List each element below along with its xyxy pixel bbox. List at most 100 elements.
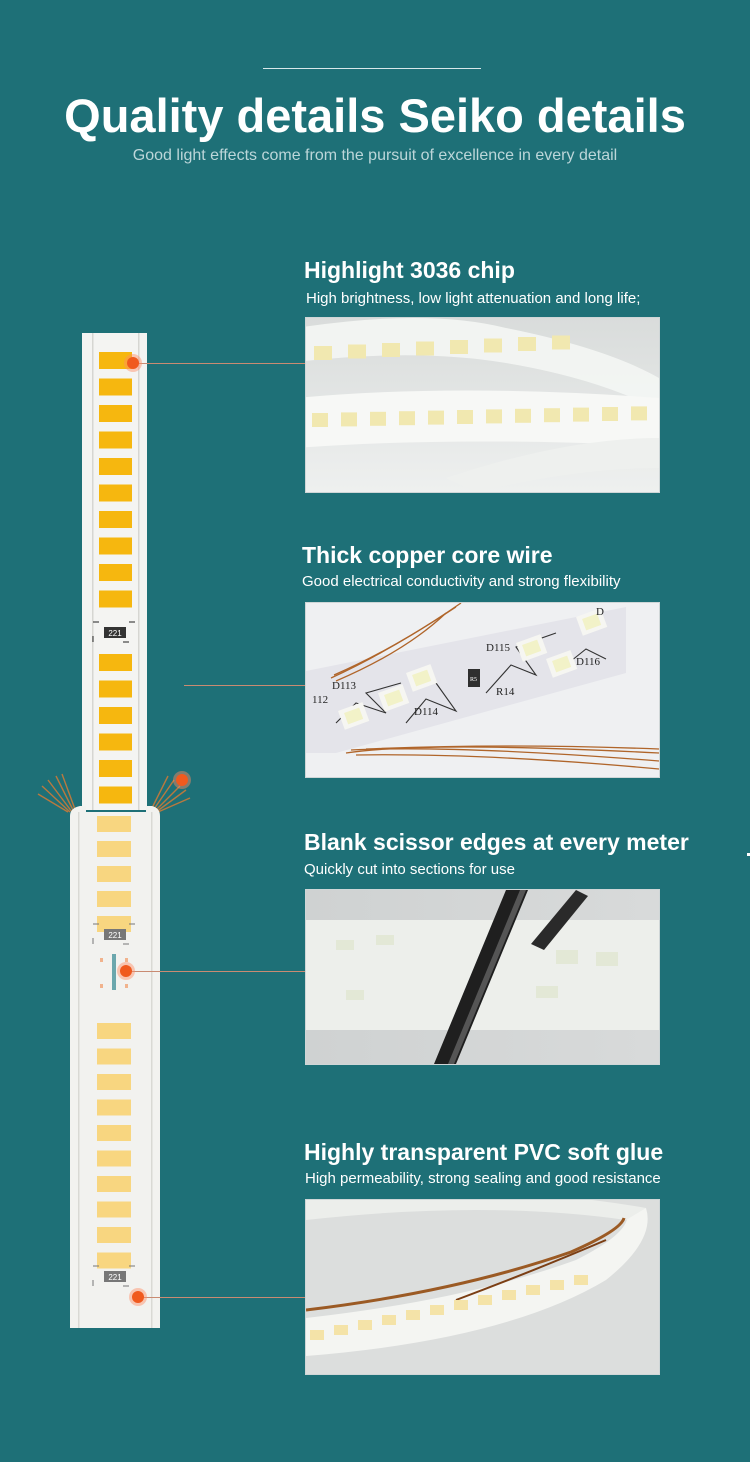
board-label: D115 bbox=[486, 642, 511, 654]
resistor-221-bottom: 221 bbox=[92, 1265, 138, 1287]
board-label: D114 bbox=[414, 706, 439, 718]
warm-led-chip bbox=[99, 733, 132, 751]
photo-pvc-glue bbox=[305, 1199, 660, 1375]
led-chip bbox=[526, 1285, 540, 1295]
soft-led-chip bbox=[97, 916, 131, 932]
board-label: D113 bbox=[332, 680, 357, 692]
resistor-label: 221 bbox=[108, 629, 122, 638]
led-chip bbox=[314, 346, 332, 360]
warm-led-chip bbox=[99, 707, 132, 724]
warm-led-chip bbox=[99, 680, 132, 698]
warm-led-chip bbox=[99, 352, 132, 369]
feature-desc-glue: High permeability, strong sealing and go… bbox=[305, 1170, 661, 1187]
warm-led-chip bbox=[99, 590, 132, 608]
page-subtitle: Good light effects come from the pursuit… bbox=[132, 147, 618, 164]
edge-mark bbox=[747, 853, 750, 856]
resistor-label: 221 bbox=[108, 931, 122, 940]
smd-led-lens bbox=[344, 707, 364, 725]
smd-led bbox=[576, 608, 608, 636]
led-chip bbox=[484, 338, 502, 353]
board-label: D bbox=[596, 606, 604, 618]
soft-led-chip bbox=[97, 1227, 131, 1243]
copper-wire-right bbox=[149, 775, 191, 813]
led-chip bbox=[358, 1320, 372, 1330]
resistor-label: 221 bbox=[108, 1273, 122, 1282]
led-chip bbox=[574, 1275, 588, 1285]
feature-desc-scissor: Quickly cut into sections for use bbox=[304, 861, 515, 878]
board-label: R14 bbox=[496, 686, 515, 698]
warm-led-chip bbox=[99, 405, 132, 422]
leader-line-glue bbox=[138, 1297, 306, 1298]
photo-scissor-edge bbox=[305, 889, 660, 1065]
smd-led bbox=[406, 664, 438, 692]
resistor-221-middle: 221 bbox=[92, 923, 138, 945]
warm-led-chip bbox=[99, 484, 132, 502]
led-chip bbox=[602, 407, 618, 421]
led-chip bbox=[550, 1280, 564, 1290]
led-chip bbox=[370, 411, 386, 426]
smd-led-lens bbox=[552, 655, 572, 673]
warm-led-chip bbox=[99, 760, 132, 777]
smd-led-lens bbox=[384, 689, 404, 707]
marker-dot-glue bbox=[132, 1291, 144, 1303]
page-title: Quality details Seiko details bbox=[64, 89, 686, 142]
board-label: R5 bbox=[470, 677, 477, 683]
led-chip bbox=[348, 344, 366, 359]
led-strip-illustration: 221 221 221 bbox=[0, 0, 300, 1457]
led-strip-graphic: 221 221 221 bbox=[37, 333, 191, 1328]
soft-led-chip bbox=[97, 1150, 131, 1167]
led-chip bbox=[399, 411, 415, 426]
led-chip bbox=[518, 337, 536, 351]
feature-desc-wire: Good electrical conductivity and strong … bbox=[302, 573, 621, 590]
smd-led-lens bbox=[412, 669, 432, 687]
soft-led-chip bbox=[97, 816, 131, 832]
soft-led-chip bbox=[97, 1099, 131, 1116]
led-chip bbox=[515, 408, 531, 423]
leader-line-wire bbox=[184, 685, 306, 686]
soft-led-chip bbox=[97, 1074, 131, 1090]
leader-line-chip bbox=[134, 363, 306, 364]
resistor-221-top: 221 bbox=[92, 621, 138, 643]
warm-led-chip bbox=[99, 537, 132, 555]
board-label: D116 bbox=[576, 656, 601, 668]
warm-led-chip bbox=[99, 786, 132, 804]
soft-led-chips bbox=[97, 816, 131, 1269]
warm-led-chip bbox=[99, 431, 132, 449]
strip-lower-body bbox=[70, 806, 160, 1328]
warm-led-chip bbox=[99, 654, 132, 671]
soft-led-chip bbox=[97, 1023, 131, 1039]
warm-led-chips bbox=[99, 352, 132, 804]
smd-led-lens bbox=[582, 613, 602, 631]
led-chip bbox=[382, 343, 400, 357]
leader-line-scissor bbox=[126, 971, 306, 972]
warm-led-chip bbox=[99, 378, 132, 396]
marker-dot-chip bbox=[127, 357, 139, 369]
led-chip bbox=[552, 335, 570, 350]
smd-led bbox=[378, 684, 410, 712]
title-divider bbox=[263, 68, 481, 69]
warm-led-chip bbox=[99, 458, 132, 475]
copper-wire-left bbox=[37, 773, 77, 813]
led-chip bbox=[430, 1305, 444, 1315]
photo-copper-wire: 112 D113 D114 D115 D116 R14 R5 D bbox=[305, 602, 660, 778]
feature-desc-chip: High brightness, low light attenuation a… bbox=[306, 290, 641, 307]
led-chip bbox=[341, 412, 357, 427]
smd-led bbox=[516, 634, 548, 662]
soft-led-chip bbox=[97, 1176, 131, 1192]
soft-led-chip bbox=[97, 891, 131, 907]
warm-led-chip bbox=[99, 564, 132, 581]
warm-led-chip bbox=[99, 511, 132, 528]
soft-led-chip bbox=[97, 841, 131, 857]
led-chip bbox=[334, 1325, 348, 1335]
photo-3036-chip bbox=[305, 317, 660, 493]
led-chip bbox=[310, 1330, 324, 1340]
led-chip bbox=[416, 341, 434, 356]
led-chip bbox=[631, 406, 647, 421]
led-chip bbox=[544, 408, 560, 423]
smd-led-lens bbox=[522, 639, 542, 657]
soft-led-chip bbox=[97, 866, 131, 882]
smd-led bbox=[546, 650, 578, 678]
led-chip bbox=[457, 410, 473, 424]
soft-led-chip bbox=[97, 1048, 131, 1065]
